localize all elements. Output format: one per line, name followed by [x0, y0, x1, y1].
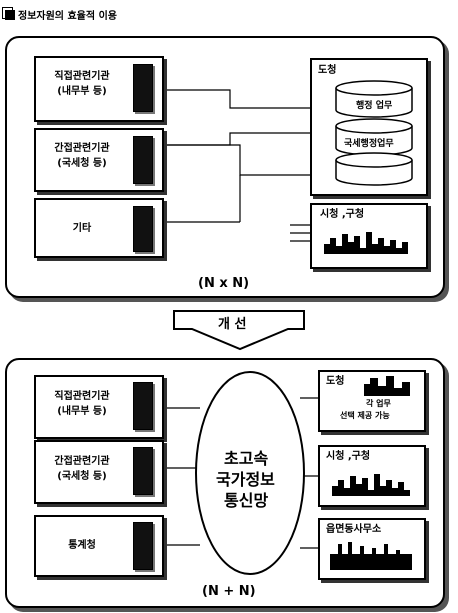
server-icon — [133, 522, 153, 570]
city-office-label: 시청 ,구청 — [326, 450, 370, 463]
provincial-office-label: 도청 — [326, 375, 344, 388]
factory-icon — [328, 540, 414, 572]
network-label-line3: 통신망 — [224, 487, 268, 511]
indirect-agency-label: 간접관련기관 — [38, 455, 126, 468]
server-icon — [133, 382, 153, 430]
city-skyline-icon — [330, 470, 414, 498]
direct-agency-sublabel: (내무부 등) — [38, 405, 126, 418]
server-icon — [133, 447, 153, 495]
optional-supply-label: 선택 제공 가능 — [340, 410, 390, 421]
township-office-label: 읍면동사무소 — [326, 523, 381, 536]
direct-agency-label: 직접관련기관 — [38, 390, 126, 403]
each-work-label: 각 업무 — [366, 398, 391, 409]
building-icon — [364, 374, 418, 396]
bottom-formula: (N + N) — [202, 584, 256, 599]
indirect-agency-sublabel: (국세청 등) — [38, 470, 126, 483]
statistics-label: 통계청 — [38, 539, 126, 552]
